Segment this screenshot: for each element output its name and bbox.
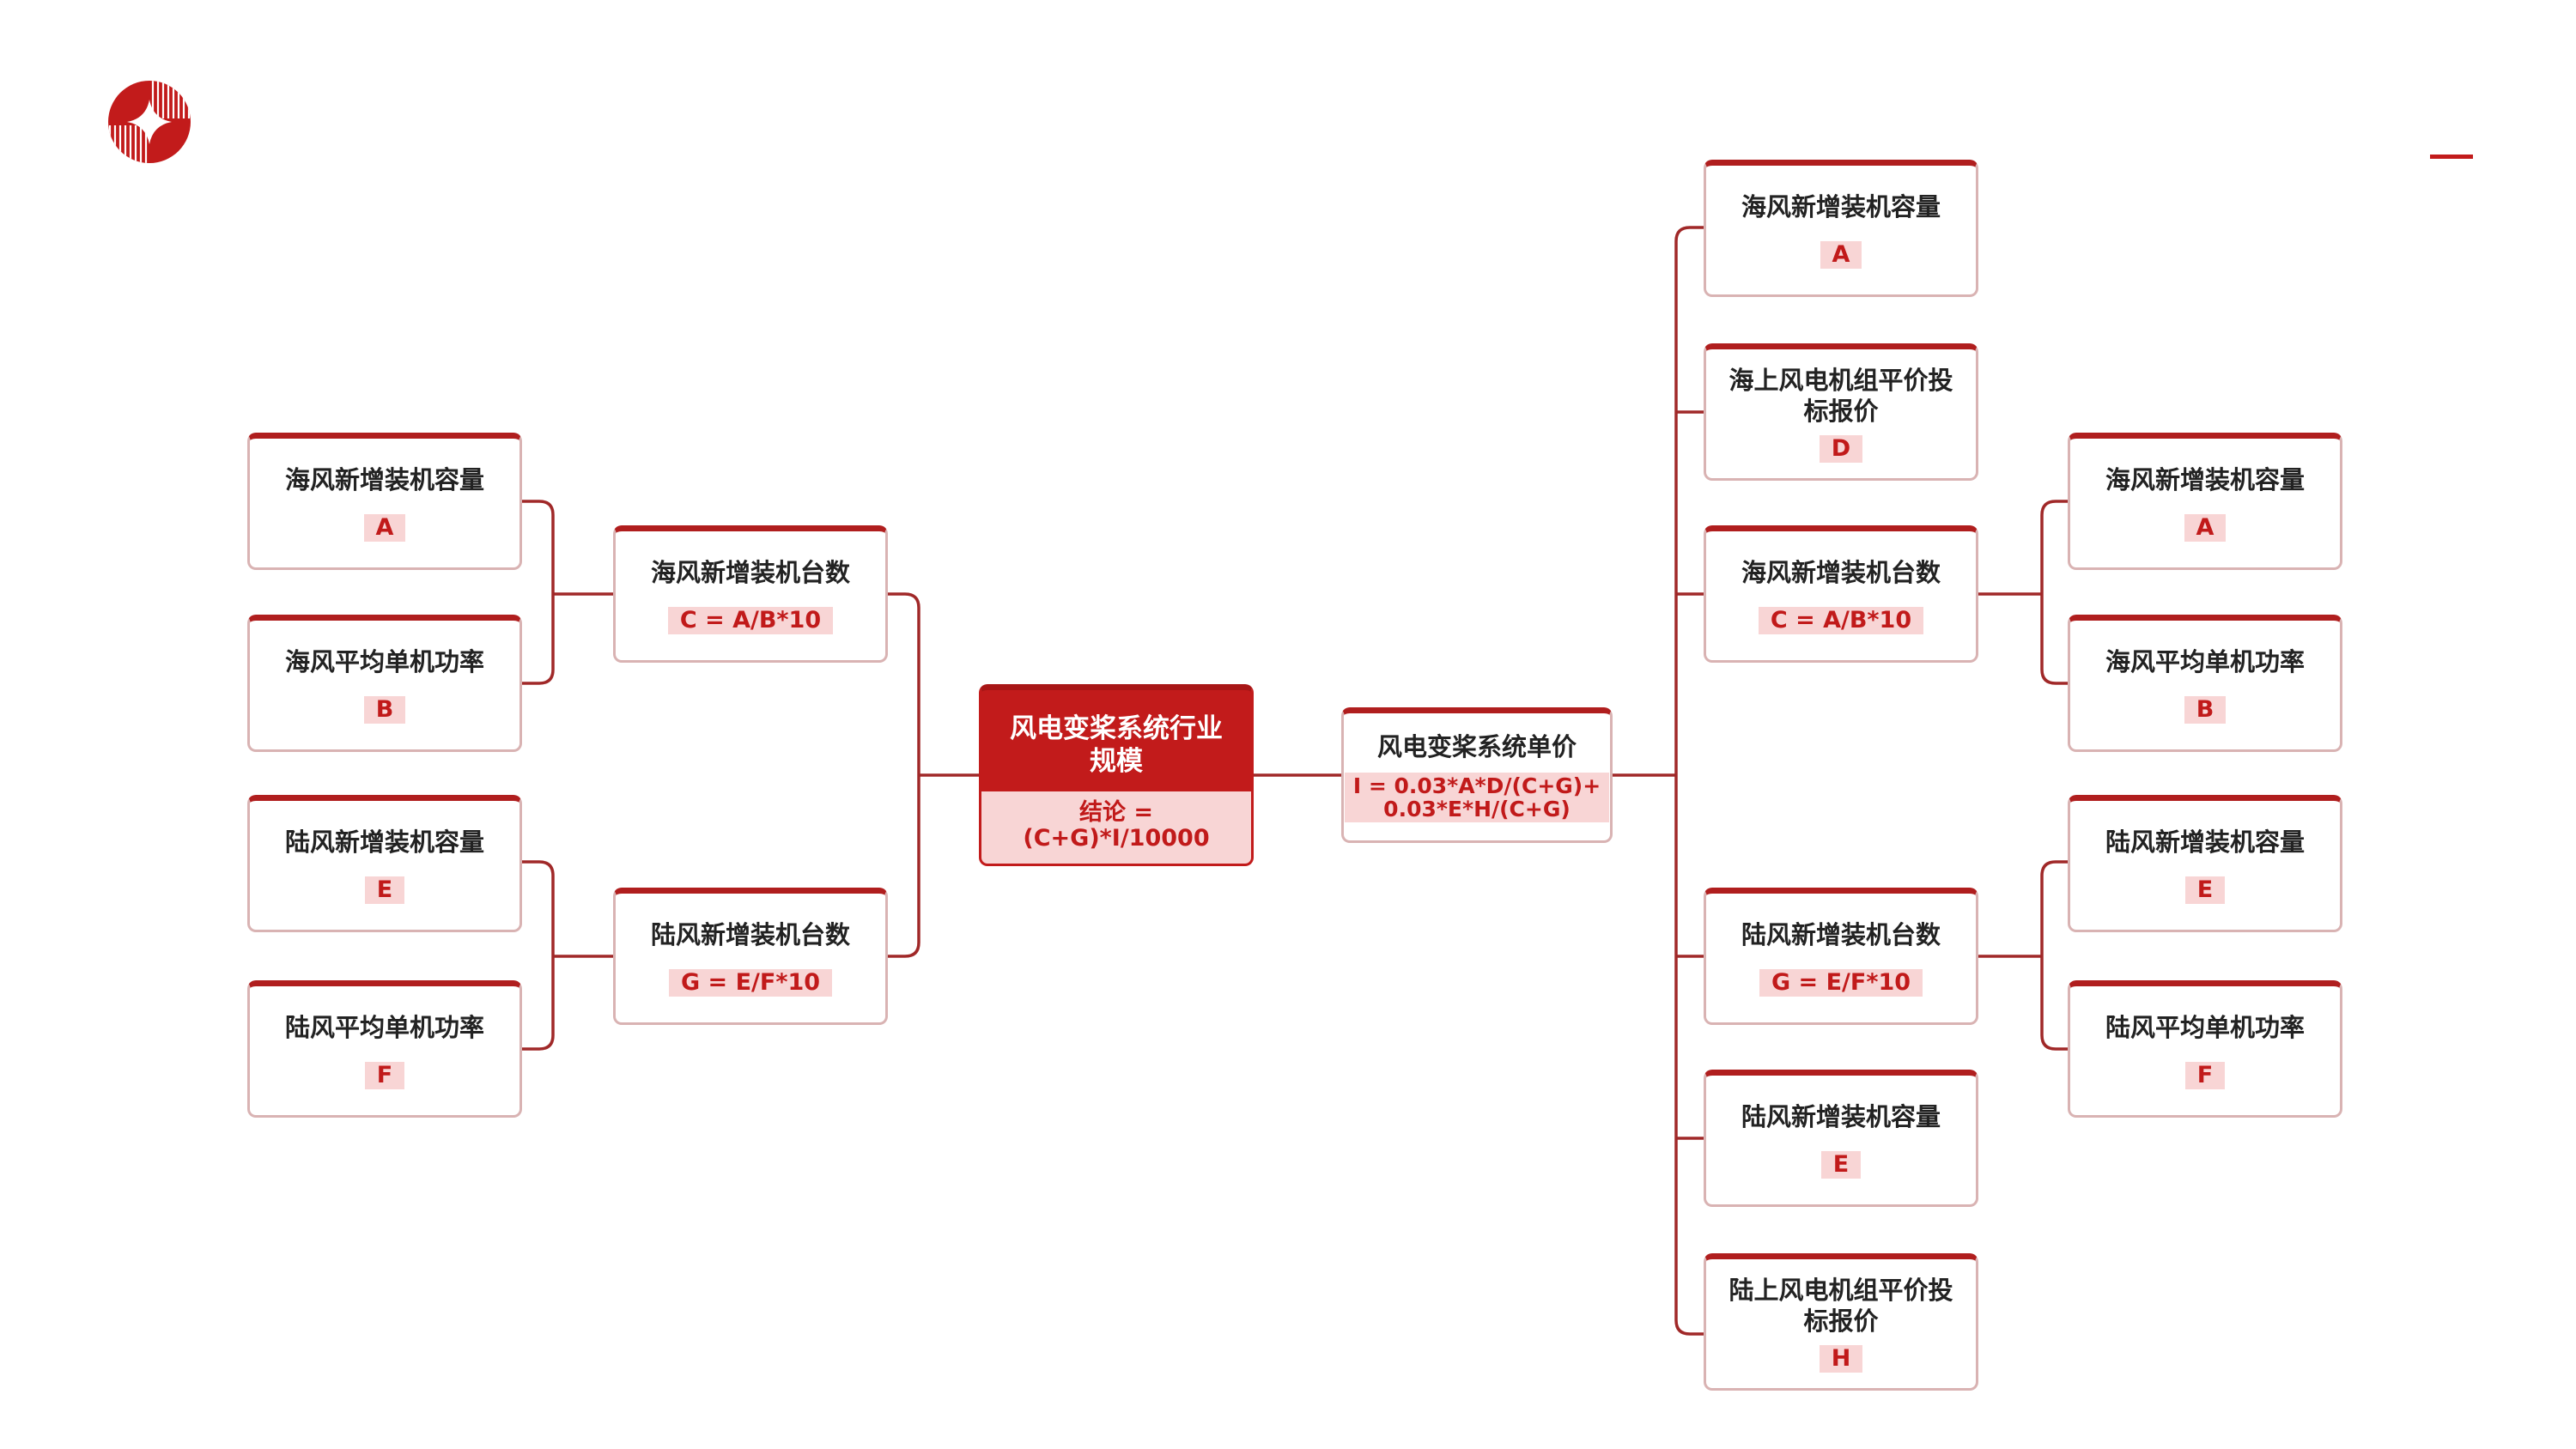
node-label: 海风平均单机功率: [2105, 647, 2305, 676]
node-left-land-units[interactable]: 陆风新增装机台数 G = E/F*10: [613, 888, 888, 1025]
node-tag: H: [1819, 1345, 1863, 1373]
connector-left-sea-capacity: [521, 500, 555, 594]
node-tag: A: [2184, 514, 2227, 542]
node-label: 陆上风电机组平价投标报价: [1728, 1276, 1953, 1336]
node-left-land-power[interactable]: 陆风平均单机功率 F: [247, 980, 522, 1118]
node-label: 陆风新增装机台数: [1741, 920, 1941, 949]
node-tag: B: [363, 696, 406, 724]
node-label: 海风新增装机容量: [2105, 465, 2305, 494]
node-right-land-capacity[interactable]: 陆风新增装机容量 E: [1704, 1070, 1978, 1207]
connector-right-sea-power: [2040, 594, 2069, 685]
node-tag: G = E/F*10: [668, 969, 833, 997]
node-tag: F: [364, 1062, 405, 1089]
node-label: 海上风电机组平价投标报价: [1728, 366, 1953, 426]
connector-left-land-power: [521, 956, 555, 1051]
node-label: 陆风平均单机功率: [2105, 1013, 2305, 1042]
node-tag: C = A/B*10: [667, 607, 834, 634]
node-left-land-capacity[interactable]: 陆风新增装机容量 E: [247, 795, 522, 932]
node-right-land-units-capacity[interactable]: 陆风新增装机容量 E: [2068, 795, 2342, 932]
brand-logo-icon: [108, 81, 191, 163]
node-label: 海风新增装机容量: [284, 465, 484, 494]
connector-left-land: [888, 775, 920, 958]
node-tag: G = E/F*10: [1759, 969, 1923, 997]
node-right-sea-units-capacity[interactable]: 海风新增装机容量 A: [2068, 433, 2342, 570]
node-tag: A: [1820, 241, 1862, 269]
node-label: 陆风新增装机台数: [650, 920, 850, 949]
node-label: 陆风新增装机容量: [1741, 1102, 1941, 1131]
node-label: 海风平均单机功率: [284, 647, 484, 676]
connector-right-sea-capacity: [2040, 500, 2069, 594]
node-tag: E: [364, 876, 405, 904]
node-label: 海风新增装机台数: [650, 558, 850, 587]
connector-right-land-capacity: [2040, 860, 2069, 956]
node-label: 陆风新增装机容量: [284, 828, 484, 857]
node-right-land-bid[interactable]: 陆上风电机组平价投标报价 H: [1704, 1253, 1978, 1391]
node-tag: F: [2184, 1062, 2226, 1089]
connector-right-land-power: [2040, 956, 2069, 1051]
node-tag: E: [2184, 876, 2226, 904]
node-left-sea-units[interactable]: 海风新增装机台数 C = A/B*10: [613, 525, 888, 663]
node-label: 陆风平均单机功率: [284, 1013, 484, 1042]
node-tag: D: [1819, 435, 1863, 463]
root-title: 风电变桨系统行业规模: [1010, 713, 1223, 777]
node-left-sea-power[interactable]: 海风平均单机功率 B: [247, 615, 522, 752]
node-right-sea-bid[interactable]: 海上风电机组平价投标报价 D: [1704, 343, 1978, 481]
header-accent-dash: [2430, 155, 2473, 159]
connector-left-sea-power: [521, 594, 555, 685]
node-label: 海风新增装机台数: [1741, 558, 1941, 587]
node-tag: I = 0.03*A*D/(C+G)+ 0.03*E*H/(C+G): [1344, 773, 1610, 822]
root-node[interactable]: 风电变桨系统行业规模 结论 = (C+G)*I/10000: [979, 684, 1254, 866]
node-right-sea-units[interactable]: 海风新增装机台数 C = A/B*10: [1704, 525, 1978, 663]
node-tag: C = A/B*10: [1758, 607, 1924, 634]
connector-price-spine: [1674, 226, 1705, 242]
node-tag: B: [2184, 696, 2227, 724]
root-formula: 结论 = (C+G)*I/10000: [981, 791, 1251, 864]
node-left-sea-capacity[interactable]: 海风新增装机容量 A: [247, 433, 522, 570]
node-tag: A: [363, 514, 406, 542]
node-unit-price[interactable]: 风电变桨系统单价 I = 0.03*A*D/(C+G)+ 0.03*E*H/(C…: [1341, 707, 1613, 843]
node-right-sea-units-power[interactable]: 海风平均单机功率 B: [2068, 615, 2342, 752]
node-tag: E: [1820, 1151, 1862, 1179]
connector-left-land-capacity: [521, 860, 555, 956]
node-right-sea-capacity[interactable]: 海风新增装机容量 A: [1704, 160, 1978, 297]
connector-left-sea: [888, 592, 920, 775]
node-right-land-units-power[interactable]: 陆风平均单机功率 F: [2068, 980, 2342, 1118]
node-label: 海风新增装机容量: [1741, 192, 1941, 221]
node-right-land-units[interactable]: 陆风新增装机台数 G = E/F*10: [1704, 888, 1978, 1025]
node-label: 风电变桨系统单价: [1376, 732, 1577, 761]
node-label: 陆风新增装机容量: [2105, 828, 2305, 857]
